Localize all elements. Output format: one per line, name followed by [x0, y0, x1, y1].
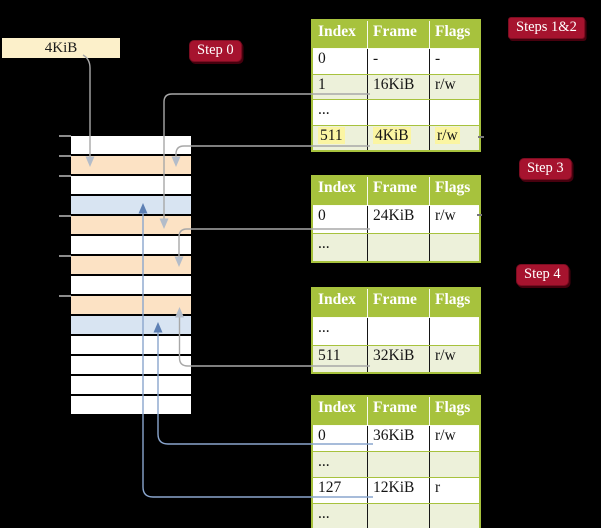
table-cell	[430, 318, 479, 345]
table-cell: r	[435, 479, 441, 496]
table-row: ...	[313, 99, 479, 125]
column-header: Frame	[368, 289, 430, 317]
memory-row-white	[71, 336, 191, 356]
column-header: Flags	[430, 397, 479, 425]
memory-row-blue	[71, 196, 191, 216]
table-row: ...	[313, 451, 479, 477]
table-cell: 4KiB	[368, 125, 430, 150]
address-tick	[59, 215, 71, 217]
table-cell: 0	[313, 49, 368, 74]
badge-steps-1-2: Steps 1&2	[508, 17, 585, 39]
column-header: Flags	[430, 289, 479, 317]
column-header: Flags	[430, 177, 479, 205]
badge-step-3: Step 3	[519, 158, 572, 180]
table-cell: 0	[313, 426, 368, 451]
address-tick	[59, 255, 71, 257]
badge-step-4: Step 4	[516, 264, 569, 286]
table-cell: r/w	[435, 126, 460, 144]
table-cell	[430, 452, 479, 477]
table-cell: 12KiB	[368, 478, 430, 503]
memory-row-white	[71, 236, 191, 256]
table-row: ...	[313, 317, 479, 345]
table-cell: r/w	[435, 75, 456, 93]
address-tick	[59, 295, 71, 297]
table-cell	[430, 100, 479, 125]
table-cell: r/w	[435, 427, 456, 444]
table-cell	[368, 318, 430, 345]
root-frame-address-box: 4KiB	[2, 38, 120, 58]
memory-row-orange	[71, 296, 191, 316]
table-cell	[368, 504, 430, 528]
table-cell: r/w	[435, 207, 456, 224]
column-header: Index	[313, 289, 368, 317]
memory-row-blue	[71, 316, 191, 336]
table-cell: ...	[313, 100, 368, 125]
table-cell: ...	[313, 234, 368, 261]
badge-step-0: Step 0	[189, 40, 242, 62]
table-cell: ...	[313, 318, 368, 345]
column-header: Index	[313, 177, 368, 205]
table-cell	[368, 100, 430, 125]
table-row: 0--	[313, 48, 479, 74]
address-tick	[59, 175, 71, 177]
memory-column	[71, 136, 191, 416]
memory-row-white	[71, 276, 191, 296]
table-row: ...	[313, 503, 479, 528]
memory-row-orange	[71, 216, 191, 236]
table-cell: -	[368, 49, 430, 74]
table-cell: 24KiB	[368, 206, 430, 233]
table-cell: 0	[313, 206, 368, 233]
table-cell: 511	[313, 345, 368, 372]
memory-row-white	[71, 396, 191, 416]
table-cell: ...	[313, 504, 368, 528]
table-cell	[368, 234, 430, 261]
table-cell: 511	[313, 125, 368, 150]
column-header: Frame	[368, 21, 430, 48]
table-cell: 36KiB	[368, 426, 430, 451]
table-cell: 16KiB	[368, 74, 430, 99]
table-cell: ...	[313, 452, 368, 477]
table-cell: r/w	[435, 346, 456, 364]
column-header: Frame	[368, 397, 430, 425]
table-cell: 32KiB	[368, 345, 430, 372]
table-cell	[430, 234, 479, 261]
memory-row-white	[71, 136, 191, 156]
table-row: ...	[313, 233, 479, 261]
table-cell: 1	[313, 74, 368, 99]
memory-row-white	[71, 356, 191, 376]
table-cell	[368, 452, 430, 477]
address-tick	[59, 155, 71, 157]
address-tick	[59, 135, 71, 137]
memory-row-orange	[71, 256, 191, 276]
memory-row-white	[71, 376, 191, 396]
memory-row-white	[71, 176, 191, 196]
memory-row-orange	[71, 156, 191, 176]
column-header: Frame	[368, 177, 430, 205]
column-header: Index	[313, 21, 368, 48]
table-cell: 127	[313, 478, 368, 503]
table-cell	[430, 504, 479, 528]
column-header: Flags	[430, 21, 479, 48]
column-header: Index	[313, 397, 368, 425]
table-cell: -	[435, 50, 441, 67]
